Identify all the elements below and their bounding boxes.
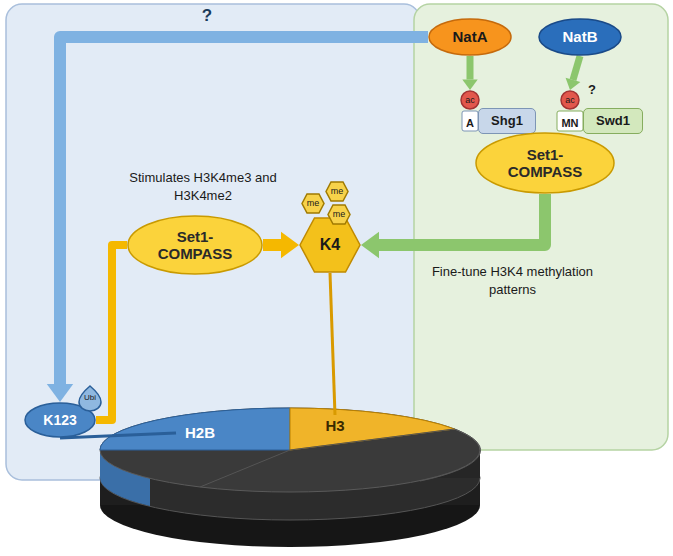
node-outline: [300, 218, 360, 272]
node-text: Ubi: [84, 393, 96, 402]
connector: [96, 245, 127, 420]
nucleosome-disc: [100, 408, 481, 547]
node-text: NatB: [562, 28, 597, 45]
node-text: me: [307, 198, 320, 208]
node-outline: [302, 194, 324, 213]
label-box: MN: [555, 113, 585, 131]
enzyme-ellipse: NatB: [538, 18, 622, 56]
acetyl-circle: ac: [460, 90, 480, 110]
connector: [263, 239, 281, 251]
text-label: MN: [561, 117, 578, 129]
node-text: ac: [565, 95, 575, 105]
connector: [467, 56, 474, 80]
label-box: ?: [584, 80, 600, 98]
node-outline: [79, 386, 101, 411]
subunit-box: Shg1: [478, 108, 536, 134]
node-outline: [476, 133, 614, 193]
node-outline: [328, 205, 350, 224]
text-label: A: [466, 117, 474, 129]
node-outline: [429, 19, 511, 55]
residue-hexagon: K4: [299, 217, 361, 273]
n-terminus-tab: [462, 111, 478, 131]
arrowhead: [281, 232, 299, 258]
node-text: ac: [465, 95, 475, 105]
node-outline: [561, 91, 579, 109]
node-text: K123: [43, 412, 76, 428]
node-text: H2B: [185, 424, 215, 441]
edge-label-box: Stimulates H3K4me3 and H3K4me2: [108, 168, 298, 204]
connector: [330, 273, 335, 415]
methyl-hexagon: me: [325, 181, 349, 202]
node-text: Set1-COMPASS: [153, 228, 237, 263]
node-outline: [539, 19, 621, 55]
node-text: Set1-COMPASS: [502, 146, 589, 181]
arrowhead: [566, 78, 581, 90]
edge-label: Stimulates H3K4me3 and H3K4me2: [129, 170, 276, 203]
arrowhead: [462, 80, 477, 91]
complex-ellipse: Set1-COMPASS: [127, 215, 263, 275]
arrowhead: [361, 232, 379, 258]
node-text: me: [333, 209, 346, 219]
node-outline: [326, 182, 348, 201]
connector: [379, 194, 545, 245]
arrowhead: [47, 384, 73, 402]
methyl-hexagon: me: [327, 204, 351, 225]
node-text: K4: [320, 236, 340, 254]
enzyme-ellipse: NatA: [428, 18, 512, 56]
connector: [60, 37, 428, 384]
connector: [573, 56, 580, 80]
left-panel: [6, 4, 420, 480]
edge-label: Fine-tune H3K4 methylation patterns: [432, 264, 593, 297]
histone-label: H2B: [176, 422, 224, 444]
node-text: me: [331, 186, 344, 196]
node-text: Shg1: [491, 114, 523, 129]
text-label: ?: [588, 82, 596, 97]
complex-ellipse: Set1-COMPASS: [475, 132, 615, 194]
node-outline: [128, 216, 262, 274]
node-text: NatA: [452, 28, 487, 45]
histone-label: H3: [317, 415, 353, 437]
edge-label-box: ?: [192, 6, 222, 26]
node-text: Swd1: [596, 114, 630, 129]
label-box: A: [462, 113, 478, 131]
node-outline: [461, 91, 479, 109]
edge-label: ?: [202, 6, 212, 25]
n-terminus-tab: [557, 111, 583, 131]
methyl-hexagon: me: [301, 193, 325, 214]
acetyl-circle: ac: [560, 90, 580, 110]
subunit-box: Swd1: [583, 108, 643, 134]
edge-label-box: Fine-tune H3K4 methylation patterns: [425, 262, 600, 298]
ubiquitin-drop: Ubi: [78, 385, 102, 411]
node-text: H3: [325, 417, 344, 434]
